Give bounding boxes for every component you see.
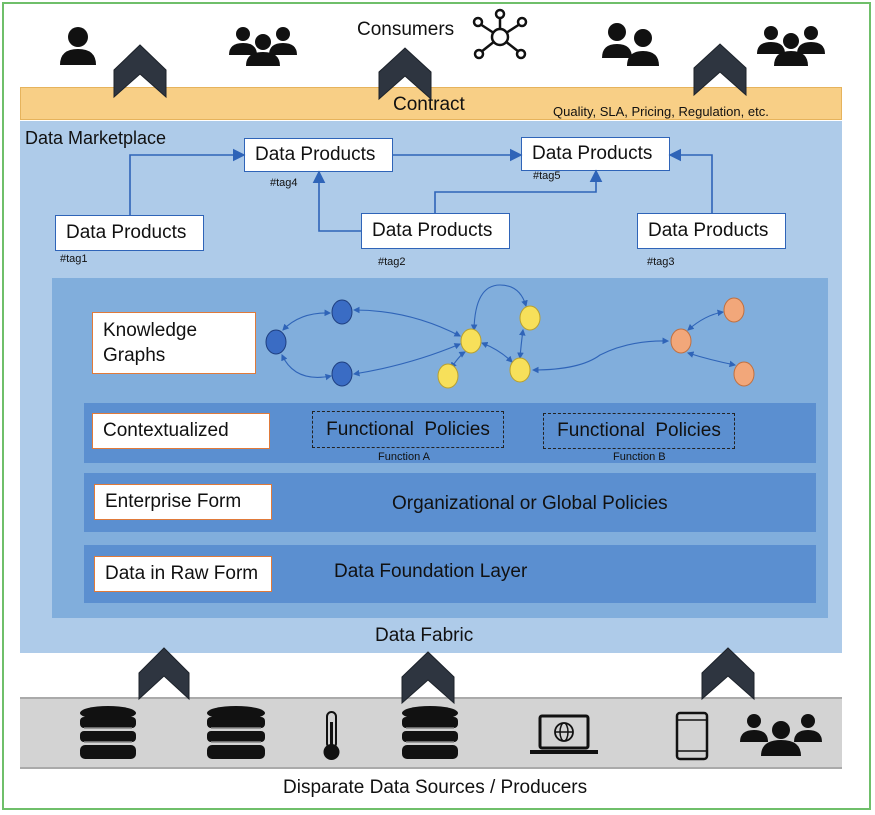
tag-5: #tag5 (533, 170, 561, 182)
knowledge-graphs-line2: Graphs (103, 345, 166, 366)
tag-1: #tag1 (60, 253, 88, 265)
data-product-label: Data Products (66, 222, 187, 243)
knowledge-graphs-line1: Knowledge (103, 320, 198, 341)
contextualized-box: Contextualized (92, 413, 270, 449)
contract-note: Quality, SLA, Pricing, Regulation, etc. (553, 104, 769, 119)
data-product-box-2[interactable]: Data Products (361, 213, 510, 249)
contextualized-label: Contextualized (103, 420, 229, 441)
organizational-policies-label: Organizational or Global Policies (392, 493, 668, 514)
enterprise-form-label: Enterprise Form (105, 491, 242, 512)
functional-policies-a: Functional Policies (312, 411, 504, 448)
data-product-label: Data Products (648, 220, 769, 241)
functional-policies-label: Functional Policies (326, 418, 490, 440)
functional-policies-label: Functional Policies (557, 420, 721, 441)
data-fabric-label: Data Fabric (375, 625, 474, 646)
tag-4: #tag4 (270, 177, 298, 189)
function-b-label: Function B (613, 451, 666, 463)
marketplace-label: Data Marketplace (25, 128, 167, 148)
data-sources-strip (20, 697, 842, 769)
tag-3: #tag3 (647, 256, 675, 268)
consumers-label: Consumers (357, 19, 455, 40)
raw-form-box: Data in Raw Form (94, 556, 272, 592)
contract-label: Contract (393, 94, 465, 115)
data-product-label: Data Products (255, 144, 376, 165)
enterprise-form-box: Enterprise Form (94, 484, 272, 520)
data-product-label: Data Products (532, 143, 653, 164)
data-product-box-3[interactable]: Data Products (637, 213, 786, 249)
functional-policies-b: Functional Policies (543, 413, 735, 449)
data-product-box-1[interactable]: Data Products (55, 215, 204, 251)
knowledge-graphs-box: Knowledge Graphs (92, 312, 256, 374)
foundation-label: Data Foundation Layer (334, 561, 528, 582)
sources-label: Disparate Data Sources / Producers (283, 777, 588, 798)
data-product-box-4[interactable]: Data Products (244, 138, 393, 172)
raw-form-label: Data in Raw Form (105, 563, 259, 584)
tag-2: #tag2 (378, 256, 406, 268)
data-product-box-5[interactable]: Data Products (521, 137, 670, 171)
data-product-label: Data Products (372, 220, 493, 241)
function-a-label: Function A (378, 451, 430, 463)
